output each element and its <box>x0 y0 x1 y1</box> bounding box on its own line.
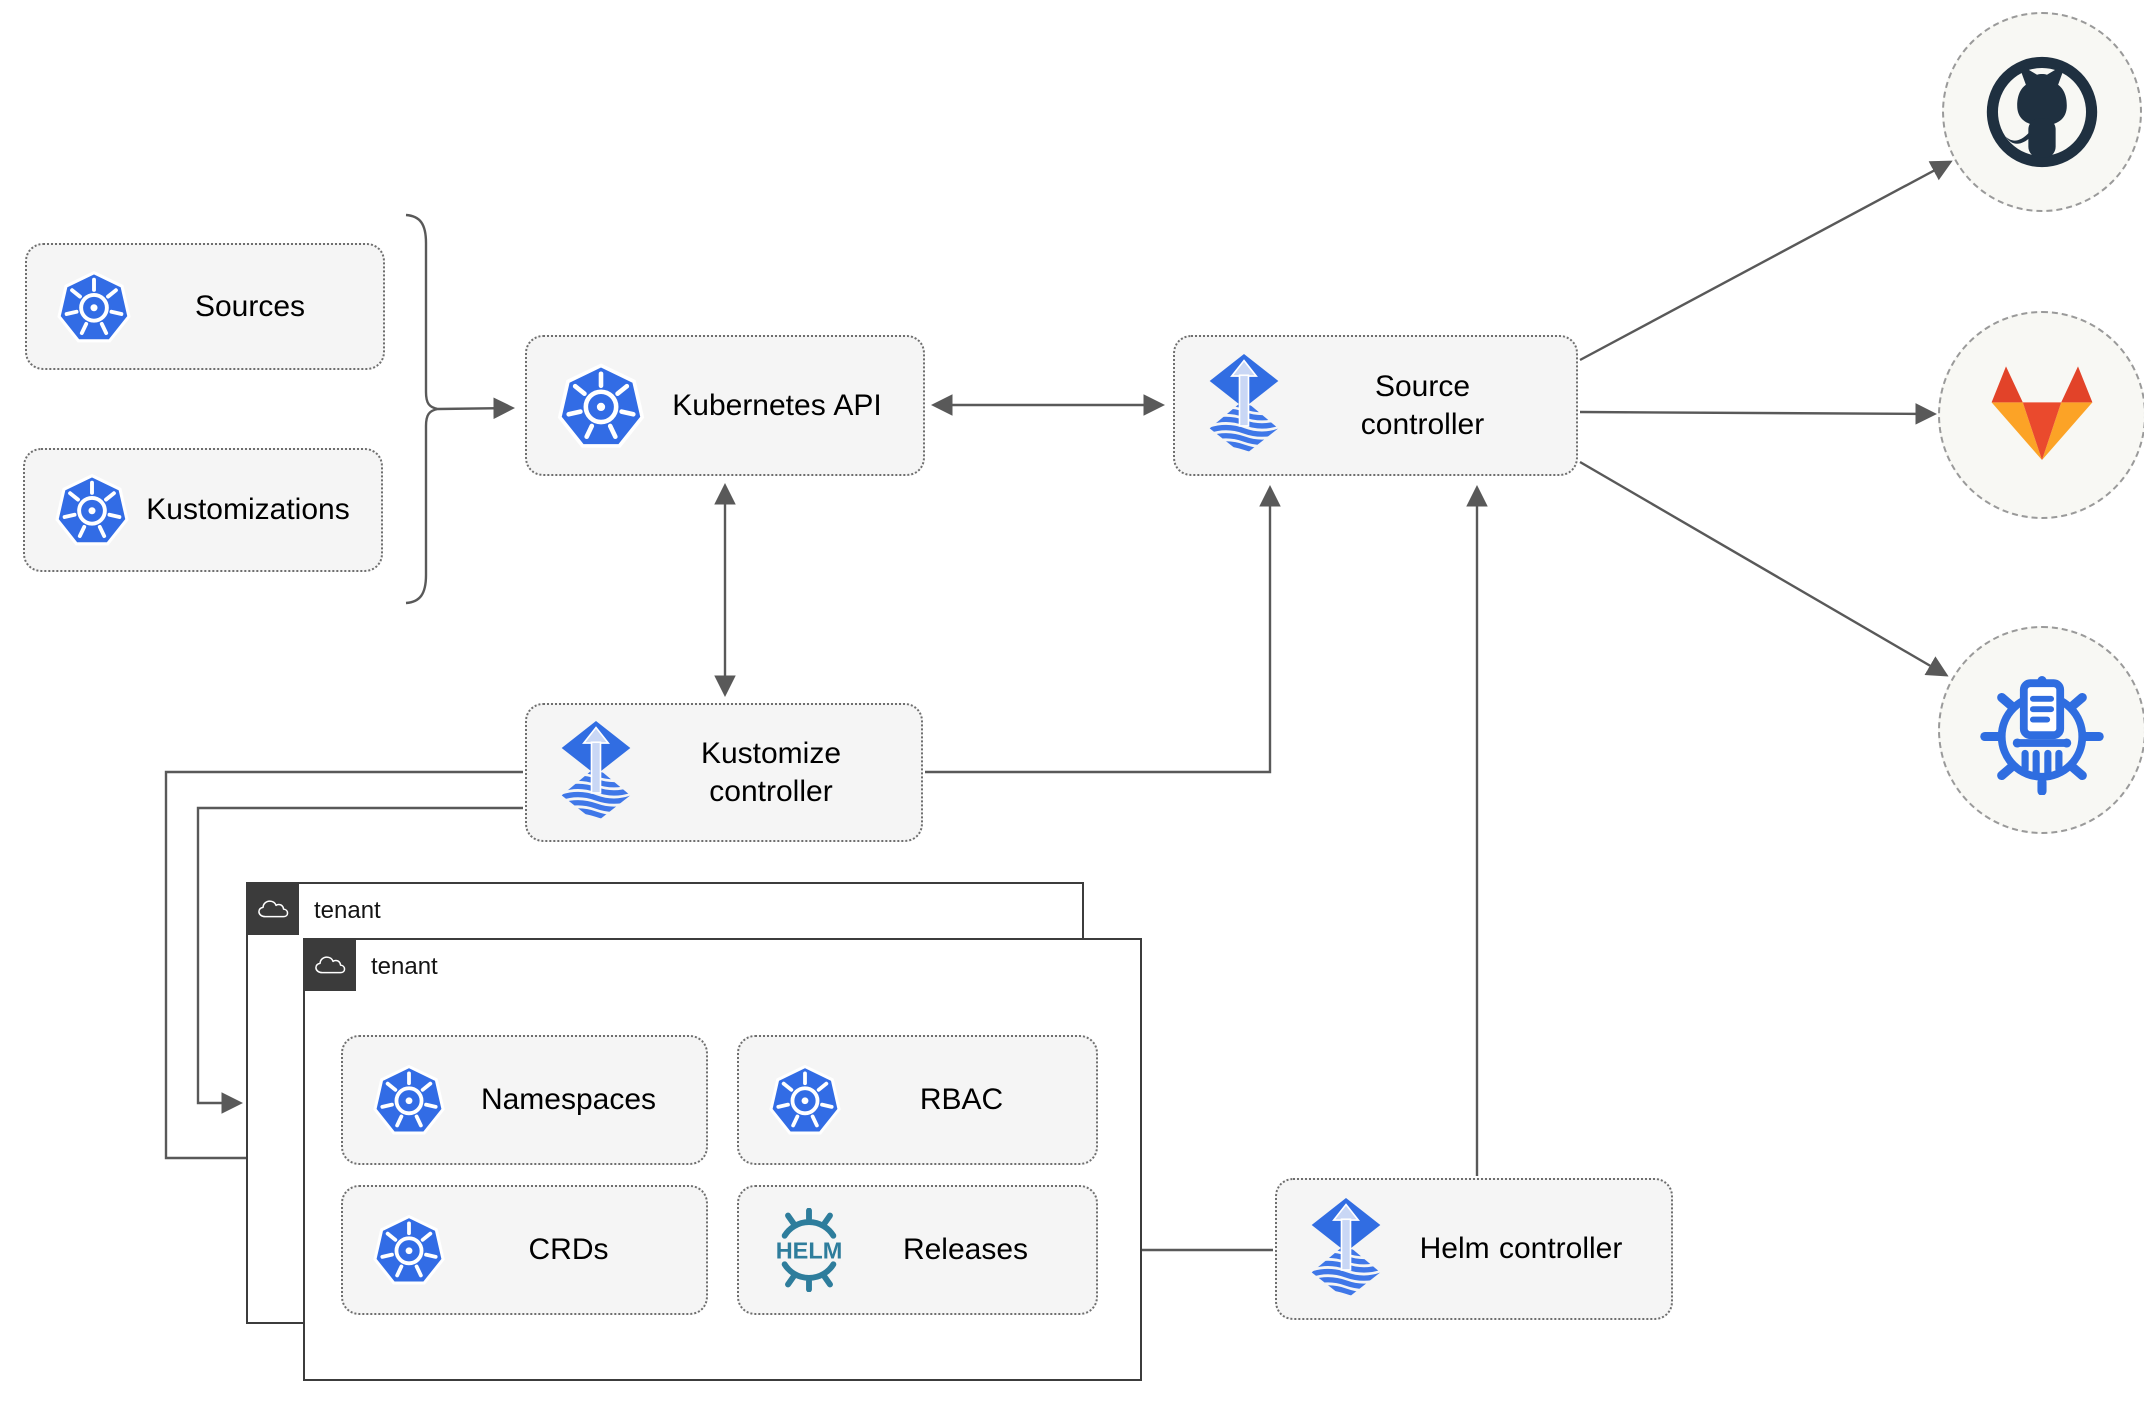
node-rbac-label: RBAC <box>919 1083 1004 1117</box>
chartmuseum-icon <box>1980 676 2104 795</box>
flux-icon <box>555 721 637 824</box>
external-github-circle <box>1942 12 2142 212</box>
cloud-icon <box>257 899 288 917</box>
external-gitlab-circle <box>1938 311 2144 519</box>
node-kubernetes-api-label: Kubernetes API <box>672 388 882 422</box>
flux-icon <box>1305 1197 1387 1301</box>
tenant-inner-label: tenant <box>371 953 438 980</box>
node-kustomizations-label: Kustomizations <box>146 493 350 527</box>
gitlab-icon <box>1991 366 2093 460</box>
flux-icon <box>1203 354 1285 457</box>
node-releases-label: Releases <box>902 1233 1029 1267</box>
kubernetes-icon <box>555 360 647 452</box>
node-releases: HELM Releases <box>737 1185 1098 1315</box>
node-kubernetes-api: Kubernetes API <box>525 335 925 476</box>
external-chartmuseum-circle <box>1938 626 2144 834</box>
svg-text:HELM: HELM <box>776 1237 843 1263</box>
kubernetes-icon <box>55 268 133 346</box>
cloud-icon <box>314 955 345 973</box>
kubernetes-icon <box>53 471 131 549</box>
edge-source-github <box>1579 160 1953 362</box>
kubernetes-icon <box>371 1212 447 1288</box>
kubernetes-icon <box>767 1062 843 1138</box>
node-source-controller: Source controller <box>1173 335 1578 476</box>
edge-source-chartmuseum <box>1579 460 1949 677</box>
node-rbac: RBAC <box>737 1035 1098 1165</box>
node-namespaces-label: Namespaces <box>480 1083 657 1117</box>
node-crds-label: CRDs <box>528 1233 609 1267</box>
node-sources-label: Sources <box>194 289 306 323</box>
helm-icon: HELM <box>767 1208 851 1292</box>
edge-sources-to-k8sapi <box>437 397 516 420</box>
node-kustomizations: Kustomizations <box>23 448 383 572</box>
node-kustomize-controller: Kustomize controller <box>525 703 923 842</box>
brace-sources-group <box>405 213 439 605</box>
node-namespaces: Namespaces <box>341 1035 708 1165</box>
kubernetes-icon <box>371 1062 447 1138</box>
tenant-outer-label: tenant <box>314 897 381 924</box>
github-icon <box>1986 56 2098 168</box>
edge-kustomize-source <box>925 484 1281 774</box>
node-sources: Sources <box>25 243 385 370</box>
node-helm-controller-label: Helm controller <box>1419 1232 1623 1266</box>
node-kustomize-controller-label: Kustomize controller <box>700 737 842 808</box>
tenant-inner-tag <box>303 938 356 991</box>
tenant-outer-tag <box>246 882 299 935</box>
node-helm-controller: Helm controller <box>1275 1178 1673 1320</box>
node-source-controller-label: Source controller <box>1360 370 1485 441</box>
node-crds: CRDs <box>341 1185 708 1315</box>
edge-source-gitlab <box>1579 403 1938 425</box>
